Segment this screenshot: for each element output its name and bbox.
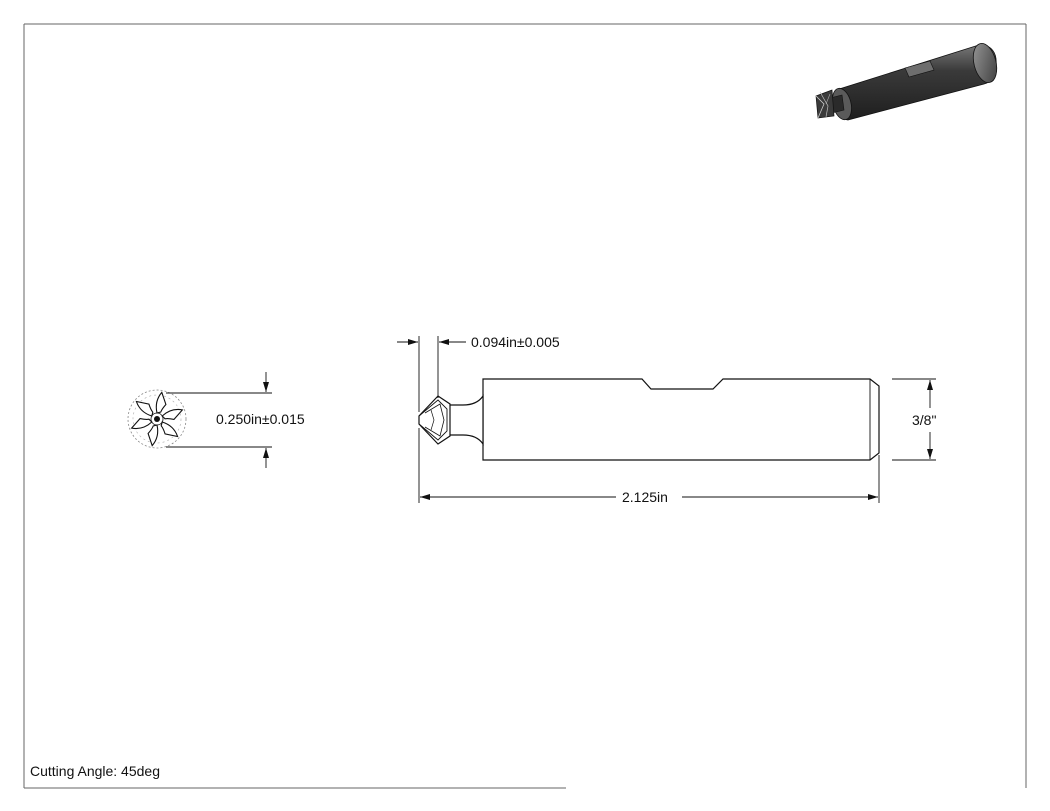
flute-6 [135,400,154,417]
flute-4 [147,424,159,447]
sheet-border [23,23,1027,789]
shank-diameter-label: 3/8" [912,412,936,428]
isometric-render [815,43,998,121]
cutting-angle-note: Cutting Angle: 45deg [30,763,160,779]
overall-length-dimension: 2.125in [418,428,880,505]
end-view-flutes [130,391,184,447]
side-view [418,378,880,461]
end-view-diameter-dimension: 0.250in±0.015 [166,372,305,468]
flute-3 [160,421,179,438]
overall-length-label: 2.125in [622,489,668,505]
tip-length-dimension: 0.094in±0.005 [397,334,560,412]
shank-diameter-dimension: 3/8" [892,378,936,461]
tip-length-label: 0.094in±0.005 [471,334,560,350]
end-view-diameter-label: 0.250in±0.015 [216,411,305,427]
flute-2 [161,408,184,421]
flute-1 [155,391,167,414]
flute-5 [130,417,153,430]
end-view [127,389,187,449]
